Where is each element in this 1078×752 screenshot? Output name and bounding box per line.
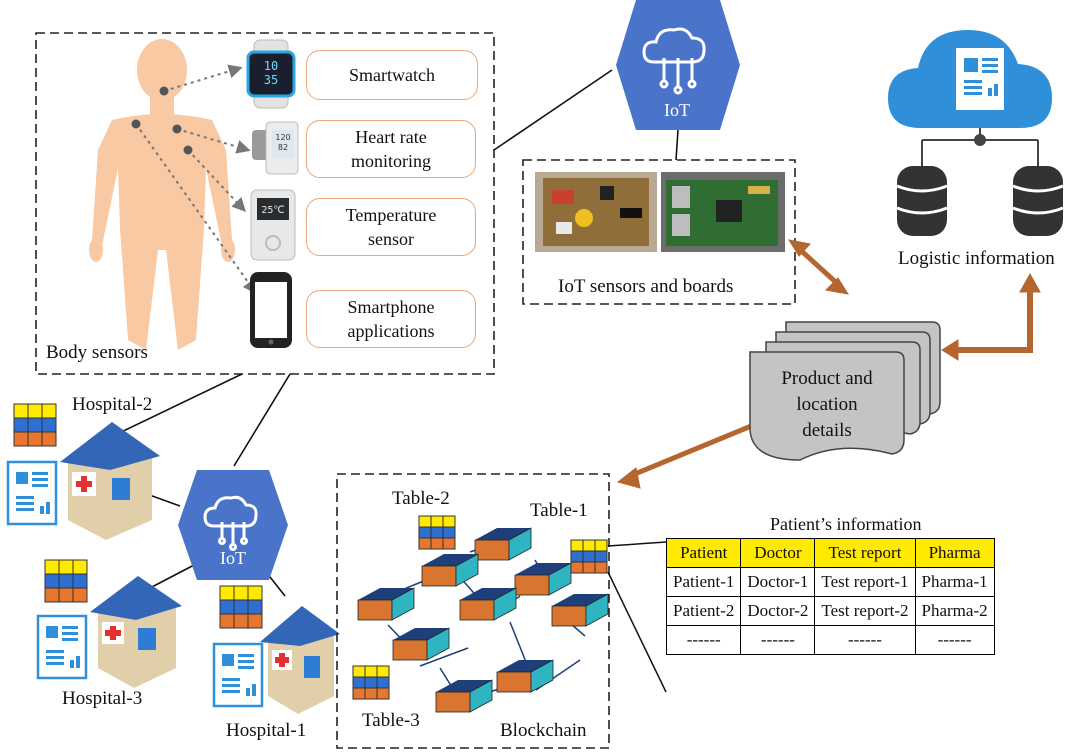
hospital-1-label: Hospital-1	[226, 720, 307, 741]
watch-minute: 35	[264, 73, 278, 87]
table-cell: Doctor-1	[740, 567, 816, 597]
blockchain-block	[474, 527, 532, 561]
cloud-document-icon	[888, 30, 1052, 128]
patient-info-title: Patient’s information	[770, 514, 922, 534]
table-1-label: Table-1	[530, 500, 588, 521]
col-test-report: Test report	[814, 538, 916, 568]
table-row: Patient-2 Doctor-2 Test report-2 Pharma-…	[665, 596, 995, 626]
blockchain-frame	[336, 473, 610, 749]
table-cell: ------	[814, 625, 916, 655]
smartwatch-label: Smartwatch	[306, 50, 478, 100]
table-cell: ------	[740, 625, 816, 655]
iot-bottom-label: IoT	[220, 548, 246, 568]
table-cell: Patient-1	[665, 567, 742, 597]
body-sensors-frame	[35, 32, 495, 375]
iot-boards-label: IoT sensors and boards	[558, 276, 734, 297]
product-details-label: Product and location details	[760, 366, 894, 444]
blockchain-block	[357, 587, 415, 621]
network-links	[112, 69, 679, 597]
product-line-3: details	[802, 420, 852, 441]
iot-hub-bottom	[178, 470, 288, 580]
database-icon-left	[897, 166, 947, 236]
hospital-2-icon	[60, 422, 160, 540]
bp-sys: 120	[275, 133, 290, 142]
table-3-label: Table-3	[362, 710, 420, 731]
col-pharma: Pharma	[914, 538, 995, 568]
blockchain-block	[459, 587, 517, 621]
blockchain-table-grids	[352, 515, 608, 700]
hospital-2-label: Hospital-2	[72, 394, 153, 415]
temperature-sensor-label: Temperature sensor	[306, 198, 476, 256]
blockchain-label: Blockchain	[500, 720, 587, 741]
table-cell: Doctor-2	[740, 596, 816, 626]
blockchain-block	[551, 593, 609, 627]
table-cell: ------	[665, 625, 742, 655]
blockchain-block	[392, 627, 450, 661]
iot-hub-top	[616, 0, 740, 130]
product-details-stack	[749, 321, 941, 461]
col-doctor: Doctor	[740, 538, 816, 568]
product-line-2: location	[796, 394, 858, 415]
heart-rate-label: Heart rate monitoring	[306, 120, 476, 178]
table-cell: ------	[914, 625, 995, 655]
hospital-3-label: Hospital-3	[62, 688, 143, 709]
blockchain-block	[496, 659, 554, 693]
patient-info-table: Patient Doctor Test report Pharma Patien…	[665, 538, 995, 655]
sensor-board-image	[535, 172, 657, 252]
blockchain-block	[435, 679, 493, 713]
table-2-label: Table-2	[392, 488, 450, 509]
table-cell: Test report-2	[814, 596, 916, 626]
watch-hour: 10	[264, 59, 278, 73]
smartphone-icon	[250, 272, 292, 348]
body-sensors-label: Body sensors	[46, 342, 148, 363]
table-row: Patient-1 Doctor-1 Test report-1 Pharma-…	[665, 567, 995, 597]
iot-boards-frame	[522, 159, 796, 305]
blockchain-block	[421, 553, 479, 587]
body-sensor-links	[135, 64, 257, 295]
bp-dia: 82	[278, 143, 288, 152]
patient-record-card-icons	[6, 460, 264, 708]
raspberry-pi-board-image	[661, 172, 785, 252]
hospital-3-icon	[90, 576, 182, 688]
hospital-1-icon	[260, 606, 340, 714]
human-body-icon	[89, 39, 235, 350]
logistic-label: Logistic information	[898, 248, 1055, 269]
blockchain-block	[514, 562, 572, 596]
smartphone-apps-label: Smartphone applications	[306, 290, 476, 348]
iot-top-label: IoT	[664, 100, 690, 120]
table-cell: Patient-2	[665, 596, 742, 626]
blockchain-blocks	[357, 527, 609, 713]
hospital-table-grids	[13, 403, 263, 629]
product-line-1: Product and	[781, 368, 873, 389]
table-cell: Test report-1	[814, 567, 916, 597]
smartwatch-icon: 10 35	[246, 39, 296, 109]
cloud-circuit-icon	[642, 27, 706, 95]
patient-table-links	[607, 541, 667, 693]
col-patient: Patient	[665, 538, 742, 568]
temp-value: 25℃	[261, 205, 284, 216]
database-icon-right	[1013, 166, 1063, 236]
heart-rate-monitor-icon: 120 82	[252, 121, 299, 175]
table-cell: Pharma-1	[914, 567, 995, 597]
table-cell: Pharma-2	[914, 596, 995, 626]
table-row: ------ ------ ------ ------	[665, 625, 995, 655]
table-header-row: Patient Doctor Test report Pharma	[665, 538, 995, 568]
thermometer-icon: 25℃	[250, 189, 296, 261]
